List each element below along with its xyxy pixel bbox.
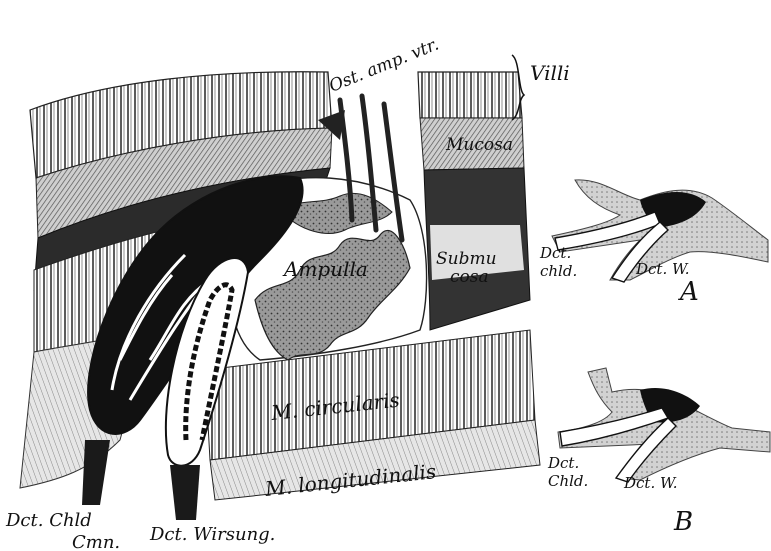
- inset-a: Dct. chld. Dct. W. A: [539, 180, 768, 307]
- label-mucosa: Mucosa: [445, 135, 513, 155]
- label-dct-wirsung: Dct. Wirsung.: [149, 524, 275, 545]
- inset-b-label-dct: Dct.: [547, 454, 579, 472]
- label-submucosa-1: Submu: [436, 249, 497, 269]
- inset-a-label-dct: Dct.: [539, 244, 571, 262]
- label-submucosa-2: cosa: [450, 267, 489, 287]
- inset-b-label-dct-w: Dct. W.: [623, 474, 678, 492]
- villi-right: [418, 72, 522, 118]
- inset-b-letter: B: [673, 507, 693, 537]
- label-villi: Villi: [530, 61, 570, 85]
- inset-b: Dct. Chld. Dct. W. B: [547, 368, 770, 537]
- inset-a-letter: A: [678, 277, 699, 307]
- label-dct-chld-cmn-2: Cmn.: [72, 532, 120, 551]
- duct-tail-wirsung: [170, 465, 200, 520]
- label-dct-chld-cmn-1: Dct. Chld: [5, 510, 92, 531]
- inset-a-label-chld: chld.: [540, 262, 577, 280]
- duct-tail-chld: [82, 440, 110, 505]
- main-section: Villi Ost. amp. vtr. Mucosa Submu cosa A…: [5, 35, 570, 551]
- inset-a-label-dct-w: Dct. W.: [635, 260, 690, 278]
- inset-b-label-chld: Chld.: [548, 472, 588, 490]
- label-ampulla: Ampulla: [282, 257, 368, 281]
